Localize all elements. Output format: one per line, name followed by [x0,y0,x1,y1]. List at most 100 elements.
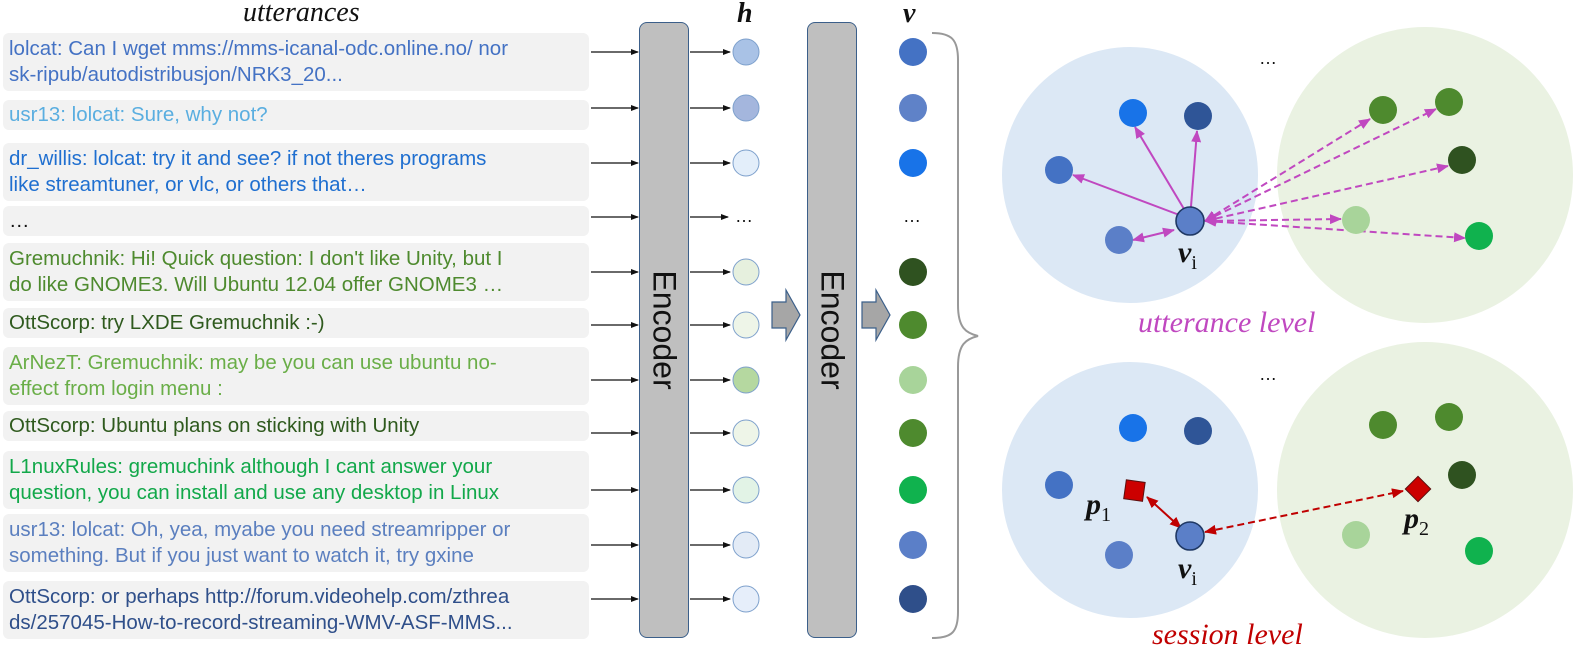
embedding-node [1105,541,1133,569]
v-node [899,258,927,286]
header-utterances: utterances [243,0,360,28]
utterance-box: dr_willis: lolcat: try it and see? if no… [3,143,589,201]
anchor-node-top [1175,206,1205,236]
embedding-node [1105,226,1133,254]
embedding-node [1119,99,1147,127]
block-arrow-1 [771,287,801,343]
encoder-2-label: Encoder [814,270,851,390]
utterance-line: ds/257045-How-to-record-streaming-WMV-AS… [9,611,513,634]
utterance-box: Gremuchnik: Hi! Quick question: I don't … [3,243,589,301]
h-node [732,531,760,559]
embedding-node [1435,88,1463,116]
h-node [732,585,760,613]
embedding-node [1045,156,1073,184]
v-ellipsis: … [903,206,921,226]
utterance-box: OttScorp: or perhaps http://forum.videoh… [3,581,589,639]
embedding-node [1342,521,1370,549]
v-node [899,149,927,177]
h-node [732,38,760,66]
embedding-node [1369,96,1397,124]
p1-label: p1 [1086,488,1111,526]
utterance-line: … [9,209,30,232]
utterance-line: OttScorp: try LXDE Gremuchnik :-) [9,311,325,334]
v-node [899,419,927,447]
h-node [732,366,760,394]
blue-cluster-top [1002,47,1258,303]
embedding-node [1448,146,1476,174]
p2-label: p2 [1404,502,1429,540]
prototype-p1-marker [1123,479,1146,502]
embedding-node [1119,414,1147,442]
session-level-label: session level [1152,618,1303,651]
utterance-line: usr13: lolcat: Oh, yea, myabe you need s… [9,518,511,541]
embedding-node [1184,417,1212,445]
utterance-level-label: utterance level [1138,306,1316,339]
h-ellipsis: … [735,206,753,226]
prototype-positive-arrow [1146,496,1182,529]
utterance-box: lolcat: Can I wget mms://mms-icanal-odc.… [3,33,589,91]
embedding-node [1448,461,1476,489]
encoder-1: Encoder [639,22,689,638]
utterance-line: like streamtuner, or vlc, or others that… [9,173,367,196]
utterance-line: question, you can install and use any de… [9,481,500,504]
embedding-node [1465,222,1493,250]
embedding-node [1342,206,1370,234]
v-node [899,585,927,613]
vi-label-top: vi [1178,236,1197,274]
green-cluster-top [1277,27,1573,323]
embedding-node [1435,403,1463,431]
vi-label-bottom: vi [1178,552,1197,590]
v-node [899,38,927,66]
utterance-line: ArNezT: Gremuchnik: may be you can use u… [9,351,497,374]
utterance-line: L1nuxRules: gremuchink although I cant a… [9,455,493,478]
positive-pair-arrow [1132,227,1175,243]
h-node [732,149,760,177]
block-arrow-2 [861,287,891,343]
bottom-ellipsis: … [1259,364,1277,384]
v-node [899,311,927,339]
anchor-node-bottom [1175,521,1205,551]
encoder-1-label: Encoder [646,270,683,390]
positive-pair-arrow [1072,174,1191,220]
utterance-line: something. But if you just want to watch… [9,544,474,567]
v-node [899,476,927,504]
embedding-node [1369,411,1397,439]
h-node [732,419,760,447]
utterance-line: dr_willis: lolcat: try it and see? if no… [9,147,487,170]
group-brace [931,32,979,639]
negative-pair-arrow [1204,108,1437,222]
utterance-line: effect from login menu : [9,377,223,400]
utterance-line: lolcat: Can I wget mms://mms-icanal-odc.… [9,37,509,60]
h-node [732,258,760,286]
prototype-negative-arrow [1204,488,1404,535]
utterance-line: OttScorp: or perhaps http://forum.videoh… [9,585,510,608]
prototype-p2-marker [1404,475,1432,503]
utterance-box: OttScorp: try LXDE Gremuchnik :-) [3,308,589,338]
h-node [732,94,760,122]
header-h: h [737,0,753,29]
h-node [732,311,760,339]
negative-pair-arrow [1204,163,1449,224]
h-node [732,476,760,504]
positive-pair-arrow [1185,130,1202,220]
utterance-line: do like GNOME3. Will Ubuntu 12.04 offer … [9,273,504,296]
embedding-node [1184,102,1212,130]
utterance-box: L1nuxRules: gremuchink although I cant a… [3,451,589,509]
embedding-node [1045,471,1073,499]
utterance-box: … [3,206,589,236]
top-ellipsis: … [1259,48,1277,68]
utterance-line: Gremuchnik: Hi! Quick question: I don't … [9,247,503,270]
header-v: v [903,0,916,29]
utterance-box: OttScorp: Ubuntu plans on sticking with … [3,411,589,441]
encoder-2: Encoder [807,22,857,638]
utterance-line: usr13: lolcat: Sure, why not? [9,103,268,126]
utterance-box: usr13: lolcat: Oh, yea, myabe you need s… [3,514,589,572]
utterance-line: sk-ripub/autodistribusjon/NRK3_20... [9,63,343,86]
utterance-line: OttScorp: Ubuntu plans on sticking with … [9,414,420,437]
utterance-box: usr13: lolcat: Sure, why not? [3,100,589,130]
utterance-box: ArNezT: Gremuchnik: may be you can use u… [3,347,589,405]
embedding-node [1465,537,1493,565]
v-node [899,366,927,394]
v-node [899,531,927,559]
